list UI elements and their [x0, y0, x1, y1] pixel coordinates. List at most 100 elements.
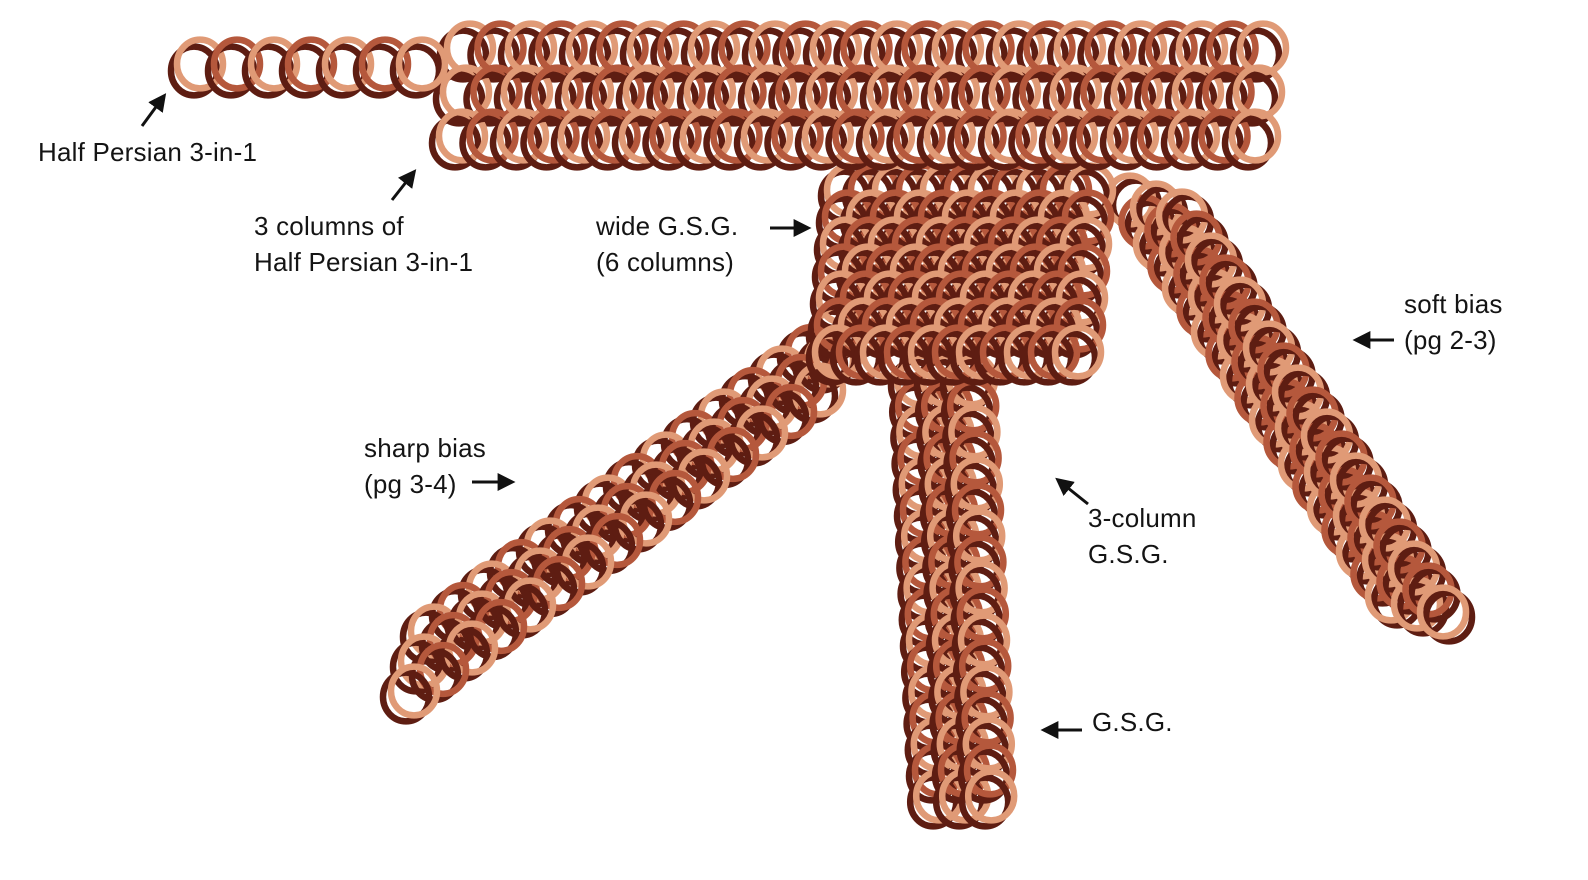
chain-ring: [1099, 115, 1153, 171]
chain-ring: [379, 669, 433, 725]
chain-ring: [470, 64, 523, 120]
chain-ring: [962, 716, 1016, 772]
chain-ring: [703, 115, 756, 171]
chain-ring: [565, 20, 619, 76]
label-line: soft bias: [1404, 289, 1503, 319]
chain-ring: [833, 27, 886, 83]
chain-ring: [1110, 64, 1164, 120]
chainmail-rings: [167, 20, 1476, 830]
label-line: wide G.S.G.: [596, 211, 739, 241]
chain-ring: [1195, 71, 1248, 127]
chain-ring: [395, 36, 449, 92]
chain-ring: [893, 108, 946, 164]
label-three-columns: 3 columns of Half Persian 3-in-1: [254, 208, 473, 280]
chain-ring: [956, 586, 1010, 642]
chain-ring: [1021, 330, 1075, 386]
chain-ring: [870, 20, 924, 76]
chain-ring: [1232, 64, 1286, 120]
chain-ring: [528, 27, 581, 83]
chain-ring: [1103, 71, 1157, 127]
chain-ring: [585, 71, 638, 127]
chain-ring: [737, 71, 791, 127]
chain-ring: [1045, 330, 1099, 386]
chain-ring: [764, 115, 817, 171]
chain-ring: [1138, 27, 1191, 83]
chain-ring: [321, 36, 375, 92]
chain-ring: [920, 71, 974, 127]
chain-ring: [443, 20, 497, 76]
chain-ring: [992, 20, 1046, 76]
chain-ring: [927, 64, 981, 120]
chain-ring: [672, 115, 726, 171]
chain-ring: [1051, 324, 1105, 380]
chain-ring: [1167, 108, 1221, 164]
chain-ring: [500, 64, 554, 120]
chain-ring: [1023, 20, 1076, 76]
label-three-column-gsg: 3-column G.S.G.: [1088, 500, 1197, 572]
chain-ring: [619, 27, 673, 83]
chain-ring: [714, 64, 767, 120]
chain-ring: [951, 482, 1005, 538]
chain-ring: [954, 534, 1007, 590]
chain-ring: [1134, 71, 1187, 127]
label-line: sharp bias: [364, 433, 486, 463]
chain-ring: [558, 27, 612, 83]
chain-ring: [988, 64, 1042, 120]
chain-ring: [592, 64, 645, 120]
chain-ring: [825, 115, 878, 171]
chain-ring: [1168, 27, 1222, 83]
chain-ring: [489, 115, 543, 171]
chain-ring: [1171, 64, 1225, 120]
chain-ring: [960, 664, 1013, 720]
chain-ring: [535, 20, 588, 76]
arrow-half-persian: [140, 93, 167, 127]
chain-ring: [832, 108, 885, 164]
chain-ring: [866, 64, 920, 120]
chain-ring: [389, 43, 443, 99]
chain-ring: [836, 64, 889, 120]
chain-ring: [984, 108, 1038, 164]
chain-ring: [1130, 115, 1183, 171]
chain-ring: [1045, 108, 1099, 164]
chain-ring: [679, 108, 733, 164]
chain-ring: [1076, 108, 1129, 164]
chain-ring: [1202, 64, 1255, 120]
callout-arrows: [140, 93, 1394, 739]
chain-ring: [1141, 64, 1194, 120]
label-line: G.S.G.: [1092, 707, 1173, 737]
chain-ring: [1228, 108, 1282, 164]
chain-ring: [744, 64, 798, 120]
chain-ring: [611, 115, 665, 171]
chain-ring: [561, 64, 615, 120]
chain-ring: [550, 115, 604, 171]
chain-ring: [1175, 20, 1229, 76]
chain-ring: [950, 456, 1004, 512]
label-line: (pg 2-3): [1404, 325, 1497, 355]
chain-ring: [683, 64, 737, 120]
chain-ring: [862, 108, 916, 164]
chain-ring: [657, 20, 710, 76]
chain-ring: [809, 20, 863, 76]
label-line: (6 columns): [596, 247, 735, 277]
chain-ring: [951, 71, 1004, 127]
chain-ring: [886, 115, 939, 171]
chain-ring: [977, 115, 1031, 171]
chain-ring: [958, 774, 1012, 830]
chain-ring: [1198, 108, 1251, 164]
chain-ring: [802, 27, 856, 83]
chain-ring: [1160, 115, 1214, 171]
chain-ring: [768, 71, 821, 127]
chain-ring: [615, 71, 669, 127]
chain-ring: [863, 27, 917, 83]
chain-ring: [981, 71, 1035, 127]
label-line: Half Persian 3-in-1: [38, 137, 258, 167]
chain-ring: [557, 108, 611, 164]
chain-ring: [779, 20, 832, 76]
chain-ring: [711, 27, 764, 83]
chain-ring: [801, 108, 855, 164]
chain-ring: [707, 71, 760, 127]
chain-ring: [1191, 115, 1244, 171]
chain-ring: [952, 508, 1006, 564]
chain-ring: [650, 27, 703, 83]
